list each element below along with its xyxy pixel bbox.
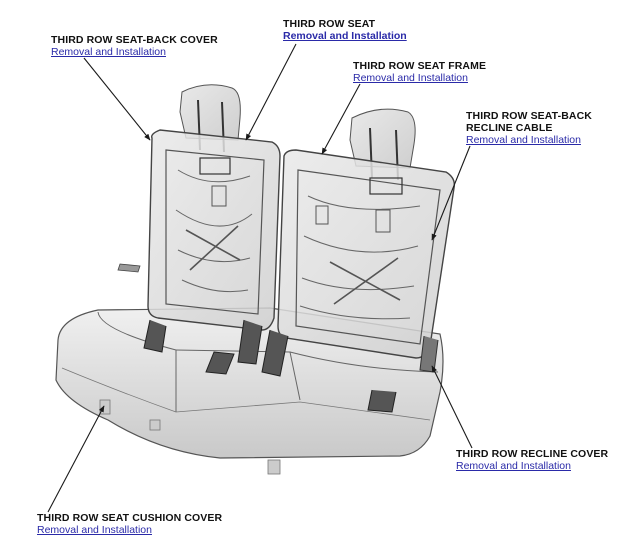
left-seat-back xyxy=(143,129,281,365)
callout-seat-back-cover: THIRD ROW SEAT-BACK COVER Removal and In… xyxy=(51,34,218,58)
right-seat-back xyxy=(261,149,456,413)
callout-recline-cover: THIRD ROW RECLINE COVER Removal and Inst… xyxy=(456,448,608,472)
removal-installation-link[interactable]: Removal and Installation xyxy=(353,72,468,84)
seat-legs xyxy=(99,399,281,475)
callout-title: THIRD ROW RECLINE COVER xyxy=(456,448,609,460)
leader-third-row-seat xyxy=(245,43,297,141)
callout-seat-frame: THIRD ROW SEAT FRAME Removal and Install… xyxy=(353,60,486,84)
callout-cushion-cover: THIRD ROW SEAT CUSHION COVER Removal and… xyxy=(37,512,222,536)
callout-title: THIRD ROW SEAT FRAME xyxy=(353,60,487,72)
removal-installation-link[interactable]: Removal and Installation xyxy=(466,134,581,146)
leader-seat-frame xyxy=(321,83,361,155)
removal-installation-link[interactable]: Removal and Installation xyxy=(283,30,407,42)
callout-title-line2: RECLINE CABLE xyxy=(466,122,553,134)
removal-installation-link[interactable]: Removal and Installation xyxy=(456,460,571,472)
callout-title: THIRD ROW SEAT CUSHION COVER xyxy=(37,512,223,524)
callout-title: THIRD ROW SEAT xyxy=(283,18,376,30)
leader-cushion-cover xyxy=(47,405,105,513)
leader-recline-cable xyxy=(431,145,471,241)
leader-seat-back-cover xyxy=(83,57,151,141)
removal-installation-link[interactable]: Removal and Installation xyxy=(51,46,166,58)
center-brackets xyxy=(117,263,235,375)
callout-title-line1: THIRD ROW SEAT-BACK xyxy=(466,110,592,122)
leader-lines xyxy=(47,43,473,513)
callout-third-row-seat: THIRD ROW SEAT Removal and Installation xyxy=(283,18,407,42)
removal-installation-link[interactable]: Removal and Installation xyxy=(37,524,152,536)
callout-recline-cable: THIRD ROW SEAT-BACK RECLINE CABLE Remova… xyxy=(466,110,592,146)
leader-recline-cover xyxy=(431,365,473,449)
callout-title: THIRD ROW SEAT-BACK COVER xyxy=(51,34,218,46)
